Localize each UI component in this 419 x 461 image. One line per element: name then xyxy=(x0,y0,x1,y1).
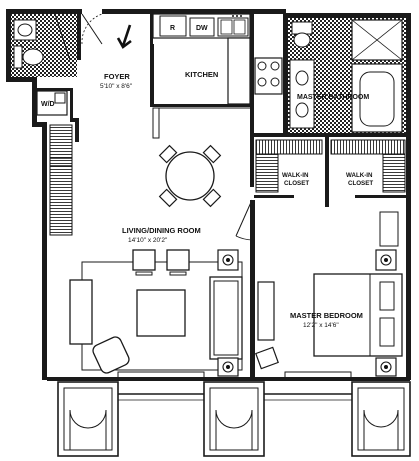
walk-in-closet-left: WALK-IN CLOSET xyxy=(255,139,323,193)
outer-walls xyxy=(6,9,411,381)
refrigerator-label: R xyxy=(170,25,175,32)
closet-left-label-2: CLOSET xyxy=(284,180,309,187)
foyer-label: FOYER xyxy=(104,72,130,81)
bay-windows xyxy=(57,381,411,457)
washer-dryer: W/D xyxy=(36,90,68,116)
dishwasher-label: DW xyxy=(196,25,208,32)
master-bedroom-size: 12'2" x 14'6" xyxy=(303,322,339,329)
dining-table xyxy=(158,144,222,208)
powder-room xyxy=(11,13,77,77)
bedroom-furniture xyxy=(255,211,403,381)
living-size: 14'10" x 20'2" xyxy=(128,237,168,244)
interior-walls xyxy=(33,14,407,380)
living-room-furniture xyxy=(69,249,243,381)
kitchen-label: KITCHEN xyxy=(185,70,218,79)
radiator-left xyxy=(49,124,73,236)
closet-right-label-2: CLOSET xyxy=(348,180,373,187)
washer-dryer-label: W/D xyxy=(41,101,55,108)
living-label: LIVING/DINING ROOM xyxy=(122,226,201,235)
master-bedroom-label: MASTER BEDROOM xyxy=(290,311,363,320)
master-bath-label: MASTER BATHROOM xyxy=(297,94,369,101)
entry-door xyxy=(81,13,103,45)
bedroom-door xyxy=(235,199,253,241)
walk-in-closet-right: WALK-IN CLOSET xyxy=(330,139,406,193)
master-bath xyxy=(288,18,406,133)
room-labels: FOYER 5'10" x 8'6" KITCHEN MASTER BATHRO… xyxy=(100,70,369,329)
kitchen-counters: R DW xyxy=(152,13,283,139)
entry-arrow-icon xyxy=(116,24,132,49)
foyer-size: 5'10" x 8'6" xyxy=(100,83,133,90)
closet-right-label-1: WALK-IN xyxy=(346,172,373,179)
closet-left-label-1: WALK-IN xyxy=(282,172,309,179)
